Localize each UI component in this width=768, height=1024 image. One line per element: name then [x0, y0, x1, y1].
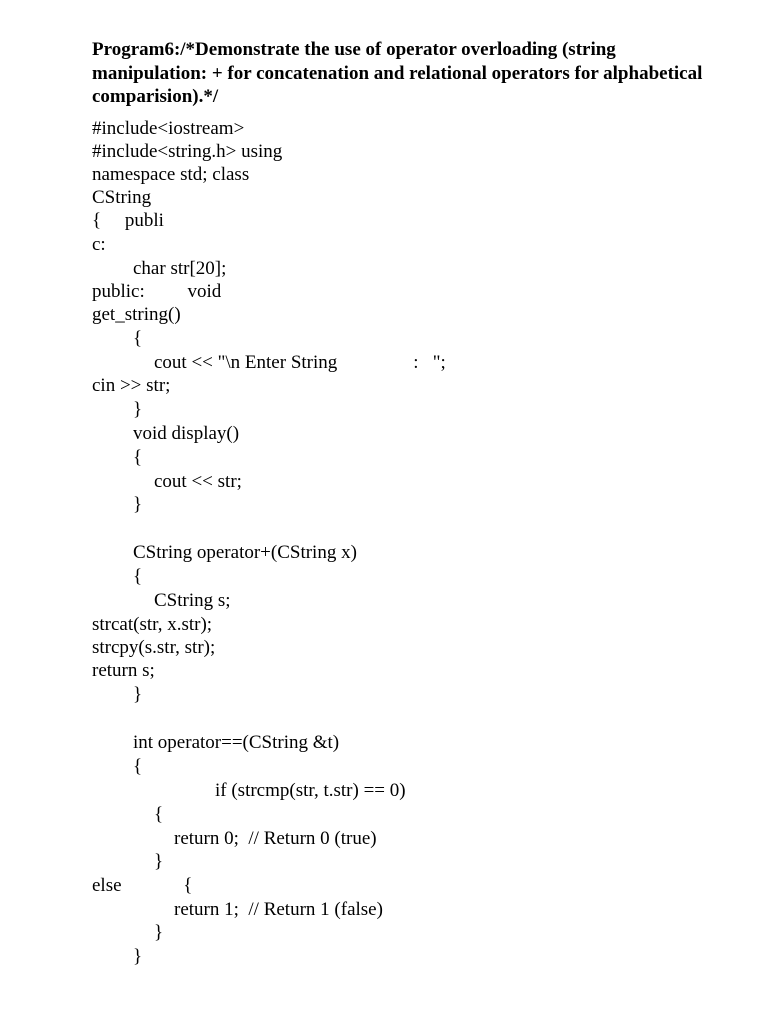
code-line: public: void: [92, 281, 222, 302]
code-line: cin >> str;: [92, 375, 171, 396]
code-line: }: [154, 922, 164, 943]
code-line: CString: [92, 187, 152, 208]
code-line: cout << str;: [154, 471, 242, 492]
code-line: cout << "\n Enter String : ";: [154, 352, 446, 373]
code-line: strcpy(s.str, str);: [92, 637, 216, 658]
code-line: }: [133, 684, 143, 705]
code-line: #include<iostream>: [92, 118, 245, 139]
code-line: namespace std; class: [92, 164, 250, 185]
code-line: {: [133, 756, 143, 777]
code-line: #include<string.h> using: [92, 141, 283, 162]
code-line: {: [133, 328, 143, 349]
code-line: strcat(str, x.str);: [92, 614, 213, 635]
code-line: }: [154, 851, 164, 872]
code-line: }: [133, 946, 143, 967]
code-line: }: [133, 494, 143, 515]
code-line: else {: [92, 875, 193, 896]
code-line: return 1; // Return 1 (false): [174, 899, 383, 920]
code-line: char str[20];: [133, 258, 227, 279]
code-line: c:: [92, 234, 106, 255]
code-line: }: [133, 399, 143, 420]
code-line: CString operator+(CString x): [133, 542, 357, 563]
code-line: return 0; // Return 0 (true): [174, 828, 377, 849]
code-line: return s;: [92, 660, 155, 681]
code-line: {: [154, 804, 164, 825]
code-line: CString s;: [154, 590, 231, 611]
code-line: {: [133, 447, 143, 468]
code-line: if (strcmp(str, t.str) == 0): [215, 780, 406, 801]
code-line: int operator==(CString &t): [133, 732, 340, 753]
code-line: get_string(): [92, 304, 181, 325]
program-heading: Program6:/*Demonstrate the use of operat…: [92, 39, 703, 107]
code-line: void display(): [133, 423, 240, 444]
code-line: { publi: [92, 210, 164, 231]
code-line: {: [133, 566, 143, 587]
